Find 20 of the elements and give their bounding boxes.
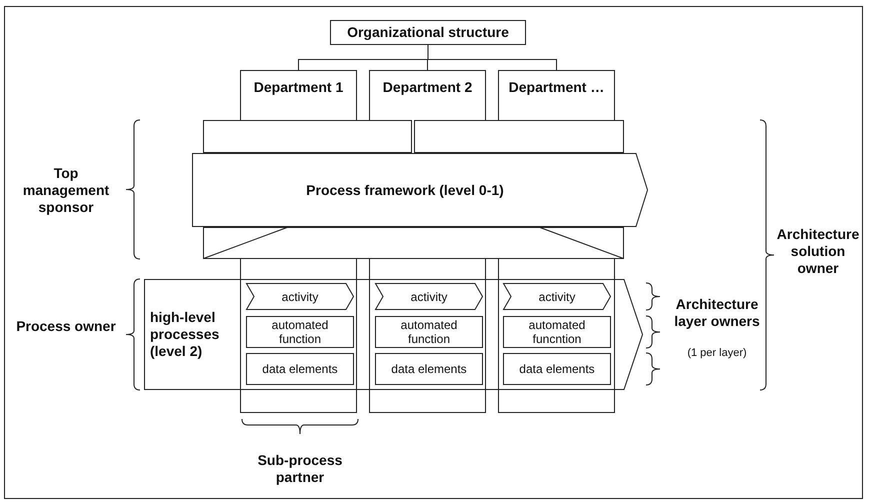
connector-line bbox=[428, 44, 557, 70]
note-text: (1 per layer) bbox=[686, 347, 748, 360]
bracket-label: Process owner bbox=[15, 318, 117, 335]
bracket-label: Architecture solution owner bbox=[776, 226, 860, 277]
data-box: data elements bbox=[503, 353, 611, 385]
trapezoid-box bbox=[203, 227, 624, 259]
bracket-label: Sub-process partner bbox=[256, 452, 344, 486]
bracket-label: Top management sponsor bbox=[22, 165, 110, 216]
org-chart-box: Organizational structure bbox=[330, 20, 526, 45]
function-box: automated function bbox=[246, 316, 354, 348]
data-box: data elements bbox=[246, 353, 354, 385]
data-box: data elements bbox=[375, 353, 483, 385]
activity-tag: activity bbox=[246, 283, 354, 310]
empty-box bbox=[414, 120, 624, 153]
activity-tag: activity bbox=[375, 283, 483, 310]
empty-box bbox=[203, 120, 412, 153]
activity-tag: activity bbox=[503, 283, 611, 310]
function-box: automated function bbox=[375, 316, 483, 348]
function-box: automated funcntion bbox=[503, 316, 611, 348]
bracket-label: Architecture layer owners bbox=[673, 296, 761, 330]
